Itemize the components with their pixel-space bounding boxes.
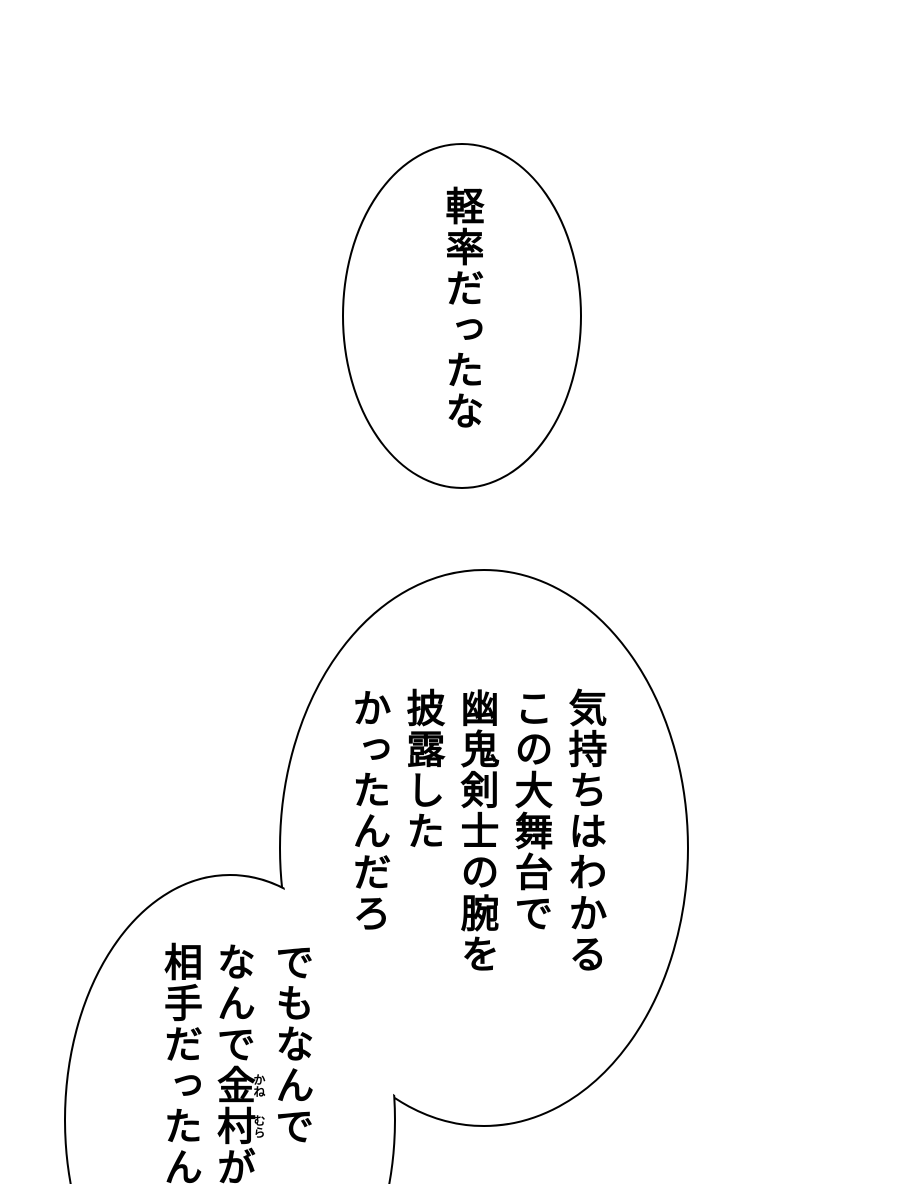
speech-line: かったんだろ (347, 688, 390, 934)
speech-bubble-top-outline (342, 143, 582, 489)
furigana: むら (252, 1106, 266, 1147)
speech-line: 披露した (401, 688, 444, 852)
speech-bubble-bottom-fill (67, 877, 393, 1184)
speech-bubble-middle-fill (282, 572, 686, 1124)
furigana: かね (252, 1065, 266, 1106)
speech-bubble-bottom-text: でもなんで なんで金かね村むらが 相手だったん (159, 942, 318, 1184)
kanji: 金 (211, 1065, 255, 1106)
speech-line: 軽率だったな (440, 186, 483, 432)
furigana-kanji: 金かね村むら (211, 1065, 267, 1147)
speech-bubble-top-text: 軽率だったな (438, 186, 484, 476)
speech-line-segment: なんで (211, 942, 255, 1065)
kanji: 村 (211, 1106, 255, 1147)
speech-line: なんで金かね村むらが (207, 942, 267, 1184)
speech-line: でもなんで (270, 942, 313, 1147)
speech-line: 幽鬼剣士の腕を (455, 688, 498, 975)
speech-line: 相手だったん (158, 942, 202, 1184)
speech-line: この大舞台で (509, 688, 552, 934)
speech-line-segment: が (211, 1147, 255, 1184)
speech-line: 気持ちはわかる (563, 688, 606, 975)
speech-bubble-middle-text: 気持ちはわかる この大舞台で 幽鬼剣士の腕を 披露した かったんだろ (341, 688, 611, 1088)
